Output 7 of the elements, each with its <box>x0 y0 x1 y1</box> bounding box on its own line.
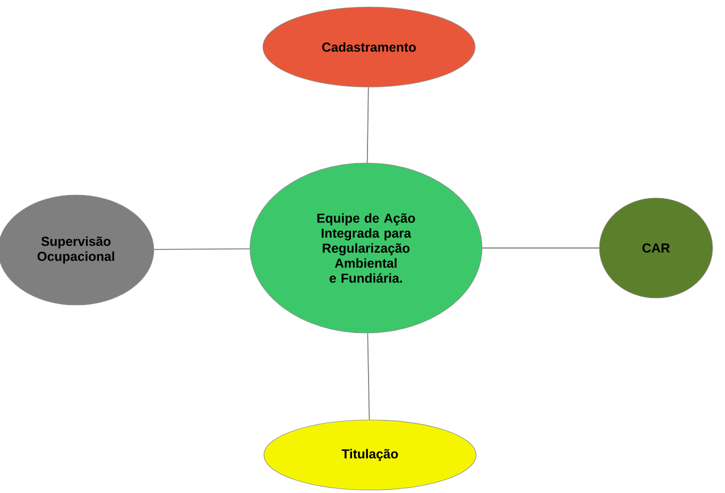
connector-line <box>154 248 250 250</box>
ellipse-node: Cadastramento <box>262 6 476 88</box>
ellipse-node: CAR <box>599 198 713 298</box>
connector-line <box>367 332 370 420</box>
ellipse-node: Equipe de Ação Integrada para Regularização Ambiental e Fundiária. <box>250 162 482 334</box>
ellipse-node: Titulação <box>264 420 476 490</box>
connector-line <box>366 86 369 164</box>
